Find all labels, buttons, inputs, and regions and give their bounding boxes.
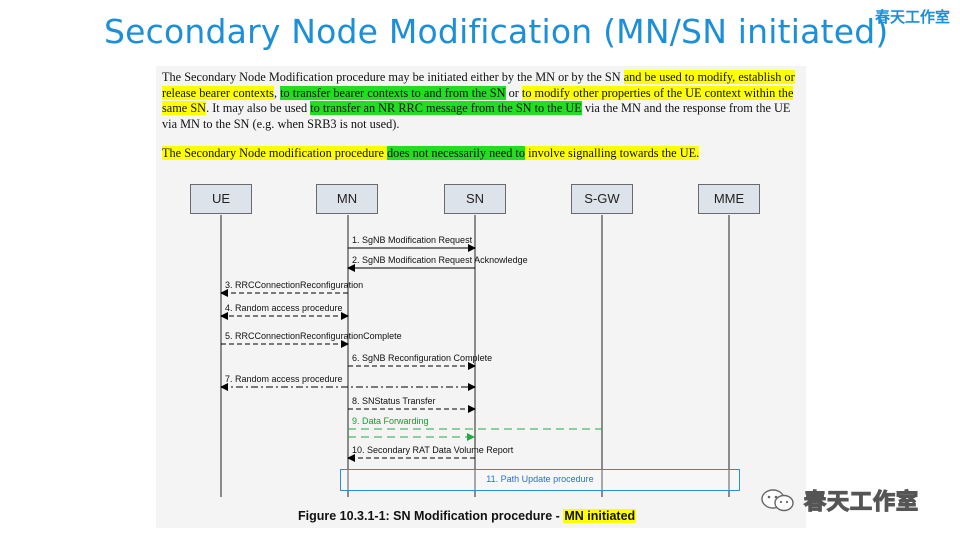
para2-highlight-1: The Secondary Node modification procedur… [162, 146, 388, 160]
message-label-2: 2. SgNB Modification Request Acknowledge [352, 255, 528, 265]
message-label-9: 9. Data Forwarding [352, 416, 429, 426]
description-paragraph: The Secondary Node Modification procedur… [162, 70, 802, 132]
message-label-3: 3. RRCConnectionReconfiguration [225, 280, 364, 290]
message-label-10: 10. Secondary RAT Data Volume Report [352, 445, 514, 455]
slide-title: Secondary Node Modification (MN/SN initi… [104, 12, 889, 51]
node-mme: MME [698, 184, 760, 214]
node-sn: SN [444, 184, 506, 214]
para1-text-4: . It may also be used [206, 101, 311, 116]
node-mn: MN [316, 184, 378, 214]
figure-caption: Figure 10.3.1-1: SN Modification procedu… [298, 509, 637, 523]
para2-highlight-2: does not necessarily need to [387, 146, 525, 160]
spec-excerpt-panel: The Secondary Node Modification procedur… [156, 66, 806, 528]
message-label-1: 1. SgNB Modification Request [352, 235, 473, 245]
brand-logo-text: 春天工作室 [874, 8, 950, 26]
message-label-6: 6. SgNB Reconfiguration Complete [352, 353, 493, 363]
message-label-8: 8. SNStatus Transfer [352, 396, 436, 406]
para1-highlight-2: to transfer bearer contexts to and from … [280, 85, 506, 100]
para1-highlight-4: to transfer an NR RRC message from the S… [310, 101, 582, 116]
watermark-text: 春天工作室 [803, 489, 920, 515]
para1-text-1: The Secondary Node Modification procedur… [162, 70, 624, 84]
note-paragraph: The Secondary Node modification procedur… [162, 146, 802, 162]
path-update-box [340, 469, 740, 491]
caption-text: Figure 10.3.1-1: SN Modification procedu… [298, 509, 564, 523]
message-label-5: 5. RRCConnectionReconfigurationComplete [225, 331, 402, 341]
caption-highlight: MN initiated [563, 509, 637, 523]
message-label-7: 7. Random access procedure [225, 374, 343, 384]
wechat-icon [761, 489, 794, 512]
para2-highlight-3: involve signalling towards the UE. [525, 146, 700, 160]
node-s-gw: S-GW [571, 184, 633, 214]
node-ue: UE [190, 184, 252, 214]
para1-text-5: via the MN and the response from the UE … [162, 101, 791, 131]
para1-text-2: , [273, 85, 281, 100]
message-label-4: 4. Random access procedure [225, 303, 343, 313]
para1-text-3: or [505, 85, 522, 100]
path-update-label: 11. Path Update procedure [486, 474, 594, 484]
wechat-watermark: 春天工作室 [760, 484, 950, 516]
